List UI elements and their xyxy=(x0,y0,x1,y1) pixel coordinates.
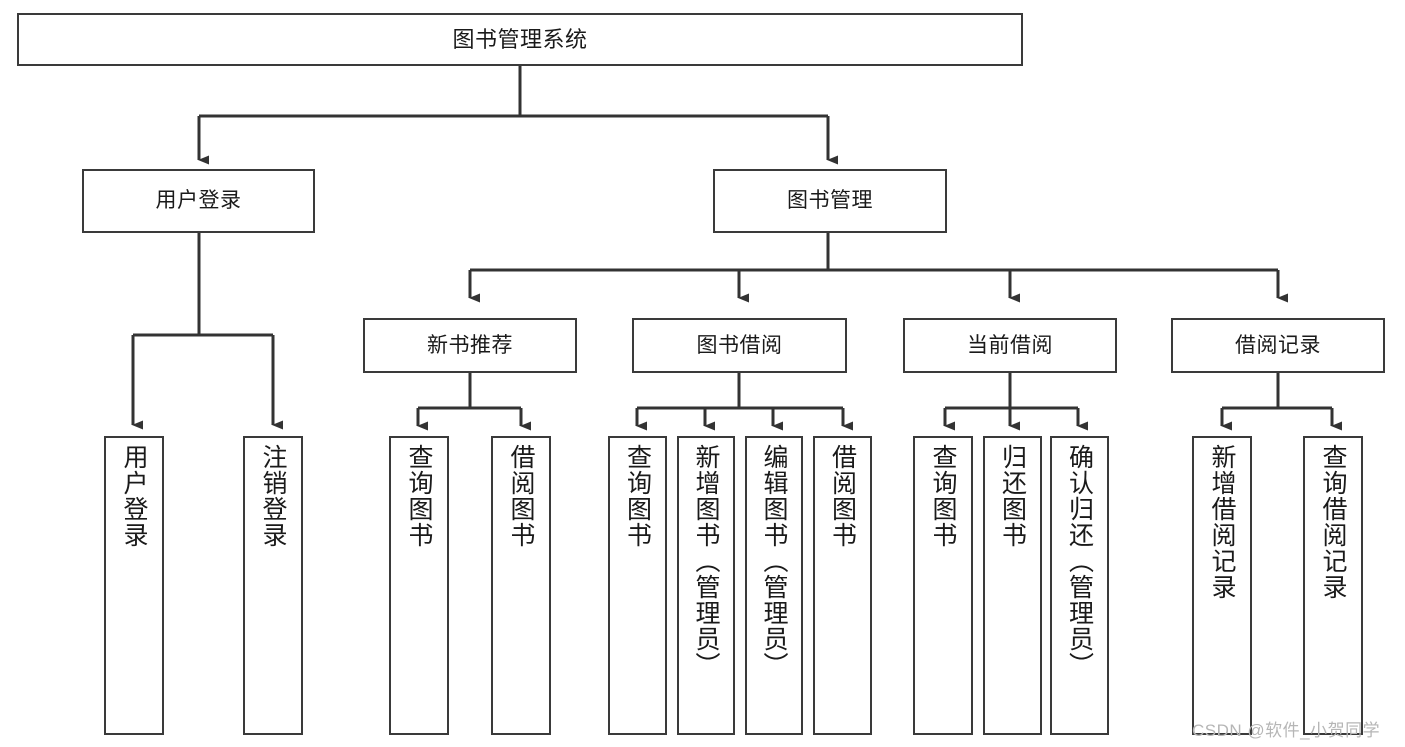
node-label: 当前借阅 xyxy=(967,333,1053,357)
node-new-book-recommend[interactable]: 新书推荐 xyxy=(363,318,577,373)
leaf-br-add-record[interactable]: 新增借阅记录 xyxy=(1192,436,1252,735)
node-label: 图书借阅 xyxy=(696,333,783,357)
node-label: 查询借阅记录 xyxy=(1319,444,1347,600)
node-label: 新增借阅记录 xyxy=(1208,444,1236,600)
node-label: 图书管理系统 xyxy=(452,26,588,52)
node-label: 新增图书（管理员） xyxy=(692,444,720,678)
node-label: 查询图书 xyxy=(405,444,433,548)
leaf-cb-return-book[interactable]: 归还图书 xyxy=(983,436,1042,735)
leaf-bb-add-book-admin[interactable]: 新增图书（管理员） xyxy=(677,436,735,735)
node-label: 编辑图书（管理员） xyxy=(760,444,788,678)
node-label: 新书推荐 xyxy=(427,333,513,357)
leaf-cb-query-book[interactable]: 查询图书 xyxy=(913,436,973,735)
node-label: 借阅图书 xyxy=(828,444,857,548)
node-book-borrow[interactable]: 图书借阅 xyxy=(632,318,847,373)
leaf-bb-edit-book-admin[interactable]: 编辑图书（管理员） xyxy=(745,436,803,735)
node-label: 查询图书 xyxy=(623,444,652,548)
leaf-nb-borrow-book[interactable]: 借阅图书 xyxy=(491,436,551,735)
node-label: 归还图书 xyxy=(998,444,1027,548)
node-label: 确认归还（管理员） xyxy=(1065,444,1094,678)
node-label: 查询图书 xyxy=(929,444,957,548)
node-label: 借阅图书 xyxy=(507,444,535,548)
node-label: 借阅记录 xyxy=(1235,333,1321,357)
leaf-nb-query-book[interactable]: 查询图书 xyxy=(389,436,449,735)
node-label: 注销登录 xyxy=(259,444,287,548)
leaf-br-query-record[interactable]: 查询借阅记录 xyxy=(1303,436,1363,735)
node-borrow-record[interactable]: 借阅记录 xyxy=(1171,318,1385,373)
node-label: 用户登录 xyxy=(120,444,148,548)
node-label: 图书管理 xyxy=(787,189,873,213)
leaf-logout[interactable]: 注销登录 xyxy=(243,436,303,735)
leaf-bb-borrow-book[interactable]: 借阅图书 xyxy=(813,436,872,735)
node-book-management[interactable]: 图书管理 xyxy=(713,169,947,233)
node-root-book-management-system[interactable]: 图书管理系统 xyxy=(17,13,1023,66)
node-label: 用户登录 xyxy=(155,189,242,213)
leaf-bb-query-book[interactable]: 查询图书 xyxy=(608,436,667,735)
node-user-login[interactable]: 用户登录 xyxy=(82,169,315,233)
node-current-borrow[interactable]: 当前借阅 xyxy=(903,318,1117,373)
leaf-user-login[interactable]: 用户登录 xyxy=(104,436,164,735)
leaf-cb-confirm-return-admin[interactable]: 确认归还（管理员） xyxy=(1050,436,1109,735)
